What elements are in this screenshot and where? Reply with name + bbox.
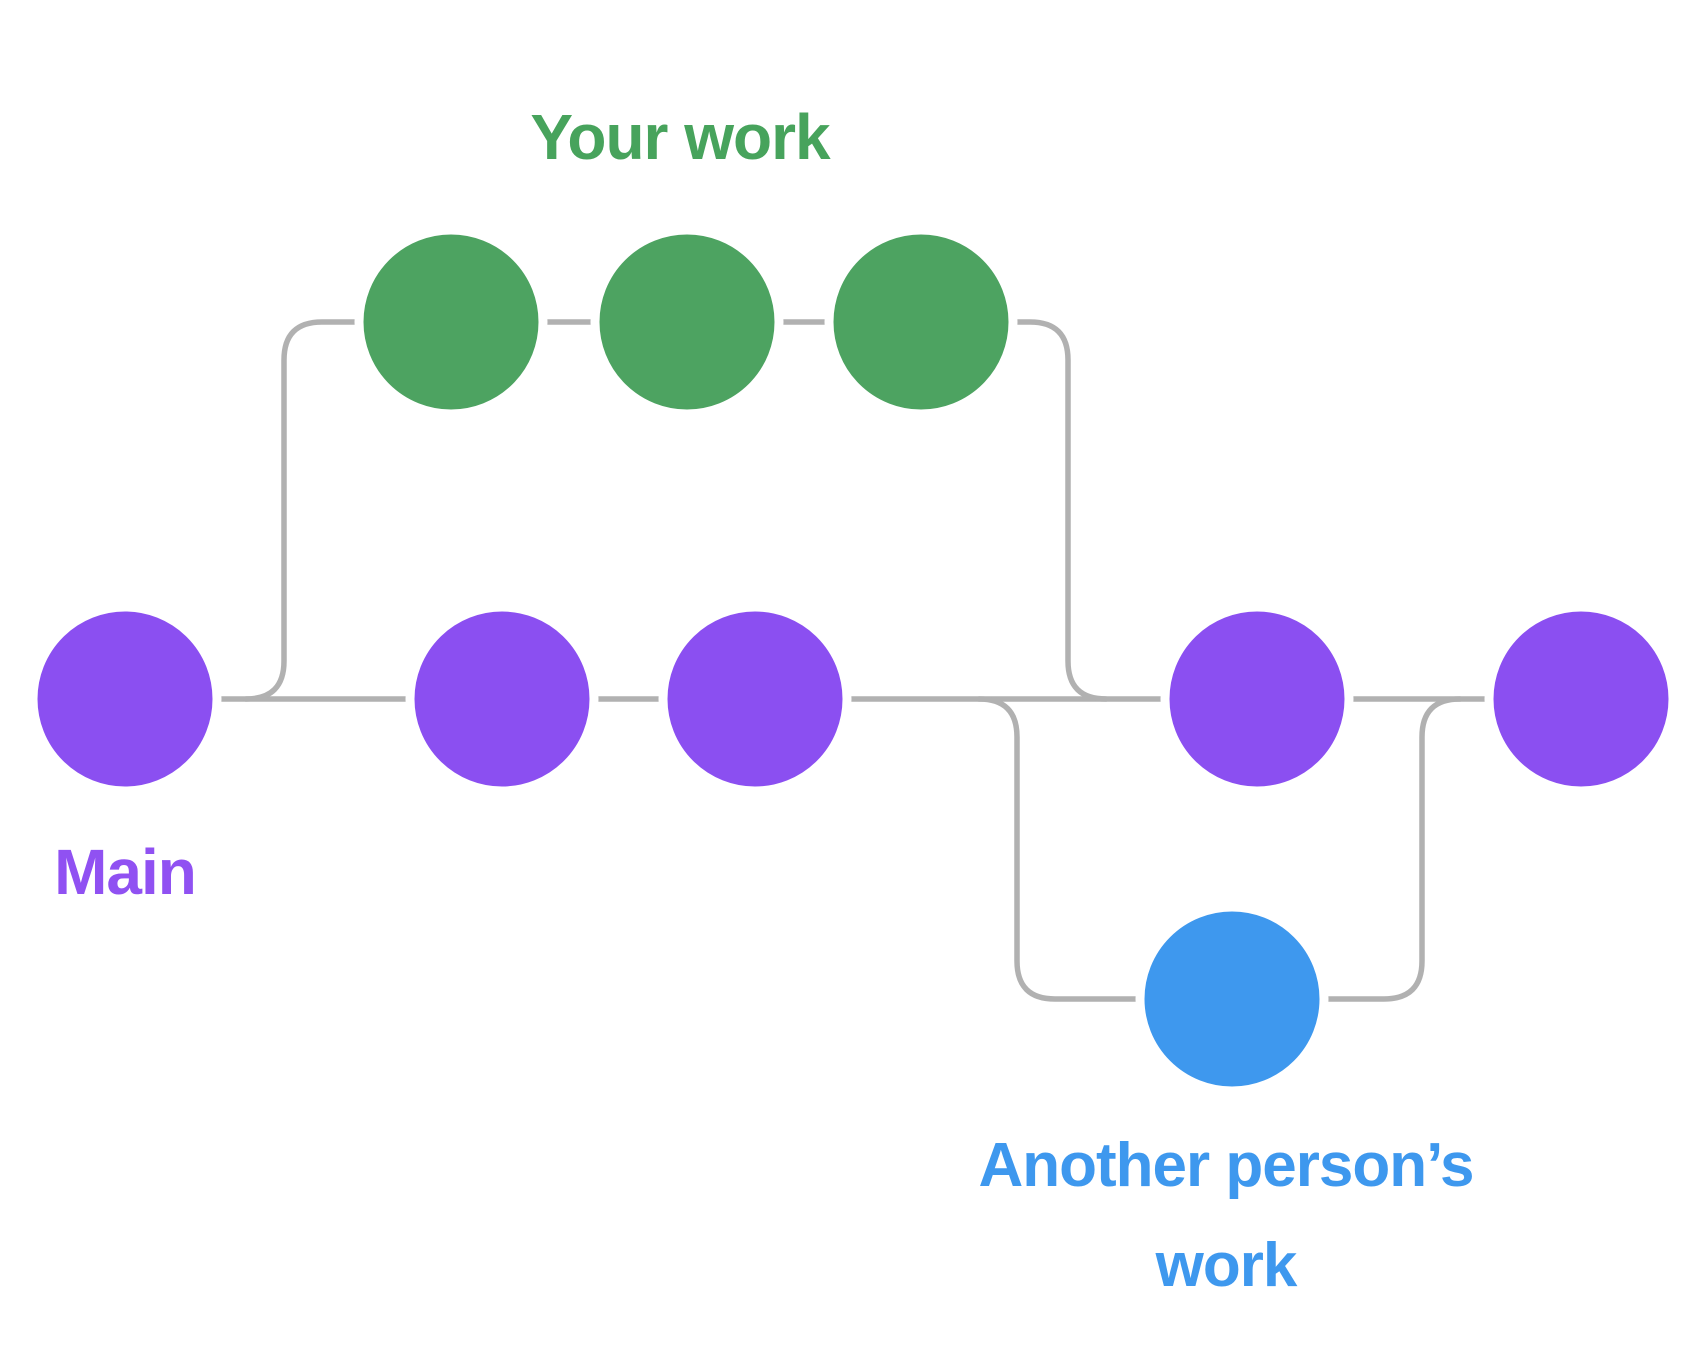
commit-node-main-2 xyxy=(405,602,599,796)
branch-edges xyxy=(122,319,1584,1002)
commit-node-main-1 xyxy=(28,602,222,796)
commit-node-main-3 xyxy=(658,602,852,796)
commit-node-main-4 xyxy=(1160,602,1354,796)
label-main: Main xyxy=(54,836,197,908)
commit-node-another-person-1 xyxy=(1135,902,1329,1096)
commit-node-main-5 xyxy=(1484,602,1678,796)
label-another-person-line1: Another person’s xyxy=(978,1131,1475,1200)
commit-node-your-work-1 xyxy=(354,225,548,419)
commit-node-your-work-3 xyxy=(824,225,1018,419)
label-another-person-line2: work xyxy=(1155,1231,1298,1300)
commit-node-your-work-2 xyxy=(590,225,784,419)
commit-nodes xyxy=(28,225,1678,1096)
label-another-person-work: Another person’s work xyxy=(876,1116,1576,1316)
label-your-work: Your work xyxy=(530,101,830,173)
